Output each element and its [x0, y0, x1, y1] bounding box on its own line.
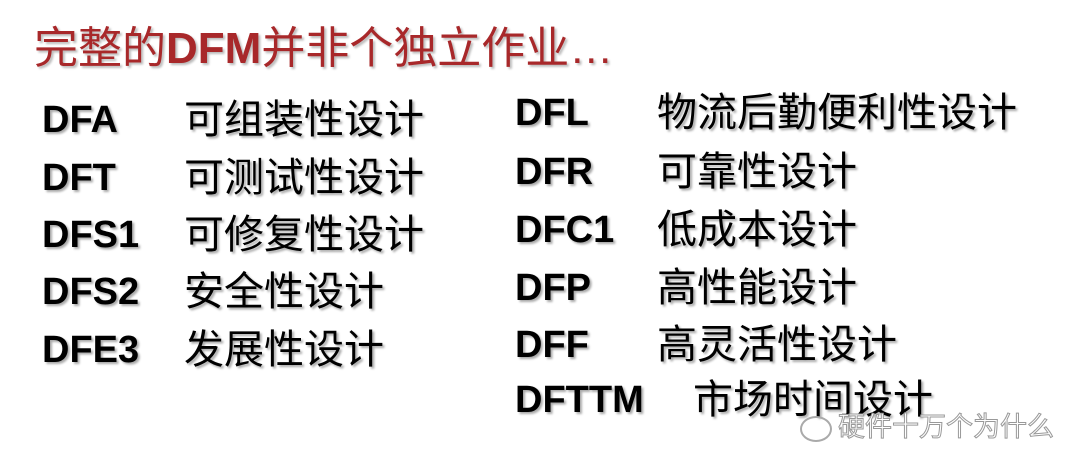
item-code: DFA [42, 99, 118, 141]
item-description: 物流后勤便利性设计 [657, 91, 1017, 135]
item-code: DFE3 [42, 329, 140, 371]
item-description: 高性能设计 [657, 266, 857, 310]
slide-title: 完整的DFM并非个独立作业… [34, 12, 613, 76]
item-code: DFS1 [42, 214, 140, 256]
item-description: 安全性设计 [184, 270, 384, 314]
item-code: DFS2 [42, 271, 140, 313]
item-description: 低成本设计 [657, 208, 857, 252]
watermark: 硬件十万个为什么 [800, 405, 1055, 444]
watermark-text: 硬件十万个为什么 [838, 412, 1055, 443]
item-code: DFTTM [515, 379, 644, 421]
title-pre: 完整的 [34, 24, 166, 73]
item-code: DFR [515, 151, 594, 193]
item-code: DFT [42, 157, 116, 199]
item-description: 高灵活性设计 [657, 323, 897, 367]
item-code: DFF [515, 324, 589, 366]
item-description: 可组装性设计 [184, 98, 424, 142]
item-code: DFC1 [515, 209, 615, 251]
item-description: 可靠性设计 [657, 150, 857, 194]
title-bold: DFM [166, 24, 262, 73]
wechat-icon [800, 415, 832, 442]
title-post: 并非个独立作业… [261, 24, 614, 73]
item-code: DFP [515, 267, 591, 309]
item-description: 市场时间设计 [693, 378, 933, 422]
item-description: 发展性设计 [184, 328, 384, 372]
item-description: 可修复性设计 [184, 213, 424, 257]
item-description: 可测试性设计 [184, 156, 424, 200]
item-code: DFL [515, 92, 589, 134]
